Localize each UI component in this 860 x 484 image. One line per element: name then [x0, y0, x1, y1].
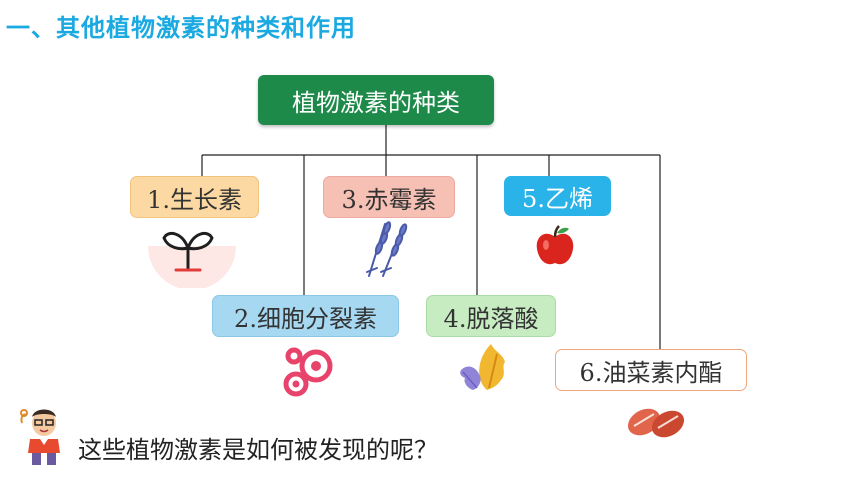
seeds-icon — [627, 408, 685, 438]
hormone-brassinosteroid: 6.油菜素内酯 — [555, 349, 747, 391]
hormone-abscisic-acid: 4.脱落酸 — [426, 295, 556, 337]
hormone-auxin: 1.生长素 — [130, 176, 259, 218]
root-node: 植物激素的种类 — [258, 75, 494, 125]
hormone-cytokinin: 2.细胞分裂素 — [212, 295, 399, 337]
question-text: 这些植物激素是如何被发现的呢？ — [78, 436, 438, 464]
teacher-icon — [20, 409, 60, 465]
leaves-icon — [460, 344, 505, 390]
hormone-ethylene: 5.乙烯 — [504, 176, 611, 216]
sprout-icon — [148, 231, 236, 288]
apple-icon — [536, 225, 574, 265]
cells-icon — [283, 347, 333, 397]
wheat-icon — [366, 221, 408, 277]
hormone-gibberellin: 3.赤霉素 — [323, 176, 455, 218]
page-title: 一、其他植物激素的种类和作用 — [6, 14, 356, 42]
